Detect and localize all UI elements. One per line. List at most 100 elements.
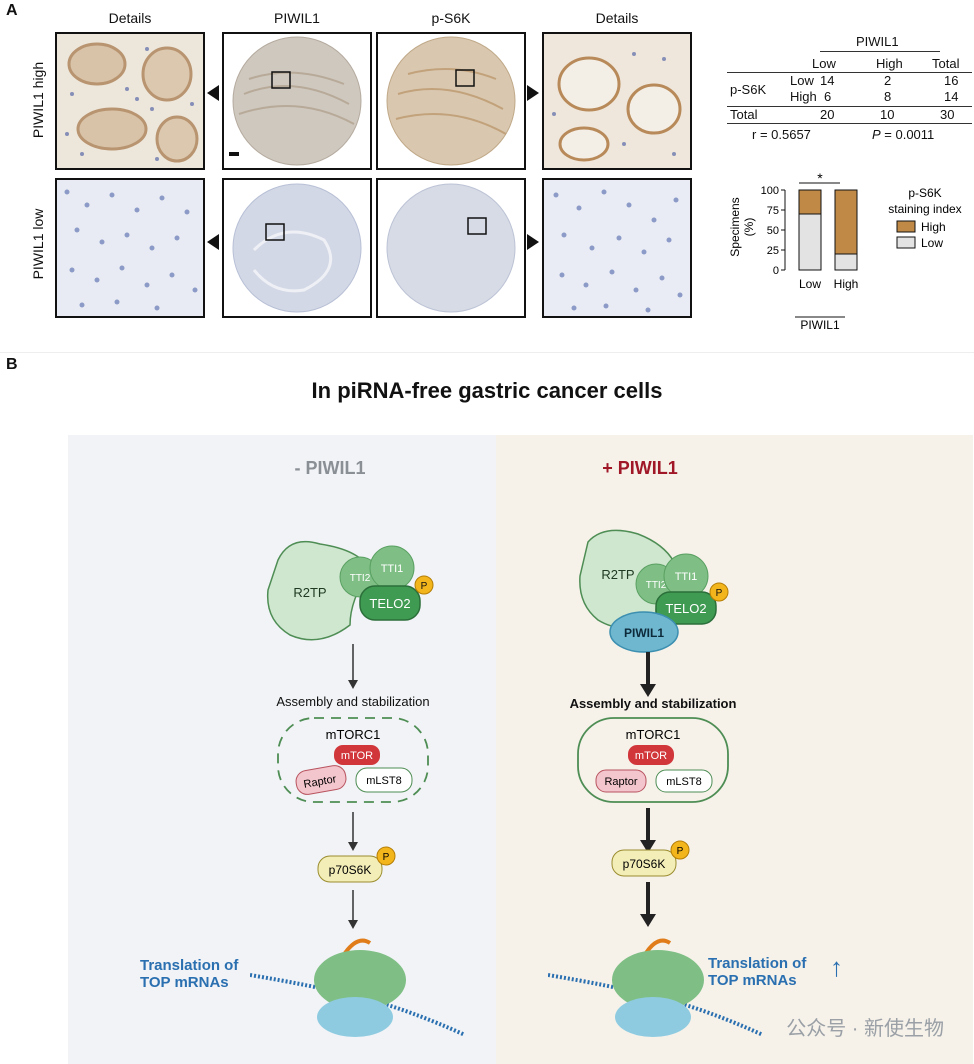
arrow-down-bold-icon xyxy=(640,808,656,853)
pointer-right-icon xyxy=(527,234,539,250)
r2tp-complex-left: R2TP TTI2 TTI1 TELO2 P xyxy=(266,540,434,641)
bar-segment-high-low xyxy=(798,189,822,215)
table-cell: 10 xyxy=(880,107,895,122)
p70s6k-label: p70S6K xyxy=(329,863,372,877)
tma-core-image xyxy=(386,36,516,166)
legend-title: p-S6K xyxy=(908,186,941,200)
table-cell: 2 xyxy=(884,73,892,88)
tti2-label: TTI2 xyxy=(350,573,371,584)
mtor-label: mTOR xyxy=(635,750,667,762)
ribosome-small-subunit xyxy=(317,997,393,1037)
table-cell: 30 xyxy=(940,107,955,122)
table-row-label-high: High xyxy=(790,89,817,104)
tma-core-ps6k-high xyxy=(376,32,526,170)
raptor-shape xyxy=(295,765,347,795)
bar-segment-low-high xyxy=(834,253,858,271)
condition-plus-piwil1: + PIWIL1 xyxy=(602,458,678,478)
x-tick-label: High xyxy=(834,277,859,291)
translation-line1: Translation of xyxy=(140,957,239,974)
mtorc1-outline-dashed xyxy=(277,717,429,803)
tti1-label: TTI1 xyxy=(381,563,404,575)
pointer-right-icon xyxy=(527,85,539,101)
translation-line1: Translation of xyxy=(708,955,807,972)
table-cell: 6 xyxy=(824,89,832,104)
ribosome-large-subunit xyxy=(314,950,406,1010)
p70s6k-right: p70S6K P xyxy=(611,840,690,877)
legend-label-low: Low xyxy=(921,236,943,250)
p70s6k-shape xyxy=(317,855,383,883)
table-top-rule xyxy=(727,72,972,73)
condition-minus-piwil1: - PIWIL1 xyxy=(294,458,366,478)
detail-image-low-right xyxy=(542,178,692,318)
translation-line2: TOP mRNAs xyxy=(140,974,229,991)
r2tp-complex-right: R2TP TTI2 TTI1 TELO2 P PIWIL1 xyxy=(579,529,729,653)
tma-core-image xyxy=(229,36,362,166)
p70s6k-shape xyxy=(611,849,677,877)
tma-core-ps6k-low xyxy=(376,178,526,318)
assembly-text-left: Assembly and stabilization xyxy=(276,694,430,709)
mtorc1-outline-solid xyxy=(577,717,729,803)
ribosome-left xyxy=(250,938,466,1037)
up-arrow-icon: ↑ xyxy=(830,952,843,982)
mlst8-shape xyxy=(355,767,413,793)
detail-image-high-left xyxy=(55,32,205,170)
p-value: P = 0.0011 xyxy=(872,127,934,142)
detail-image-low-left xyxy=(55,178,205,318)
y-tick-label: 0 xyxy=(773,265,779,277)
correlation-r: r = 0.5657 xyxy=(752,127,811,142)
col-header-details-left: Details xyxy=(108,10,152,26)
row-header-piwil1-high: PIWIL1 high xyxy=(30,61,46,139)
pointer-left-icon xyxy=(207,85,219,101)
mtor-shape xyxy=(334,745,380,765)
phospho-label: P xyxy=(677,846,684,857)
translation-line2: TOP mRNAs xyxy=(708,972,797,989)
mtorc1-label: mTORC1 xyxy=(626,727,681,742)
mtorc1-label: mTORC1 xyxy=(326,727,381,742)
ribosome-right xyxy=(548,938,764,1037)
y-axis-label: Specimens xyxy=(728,197,742,256)
tissue-texture xyxy=(544,34,690,168)
p-value-symbol: P xyxy=(872,127,881,142)
table-group-rule xyxy=(820,51,940,52)
p-value-number: = 0.0011 xyxy=(880,127,935,142)
raptor-label: Raptor xyxy=(604,776,637,788)
detail-image-high-right xyxy=(542,32,692,170)
telo2-shape xyxy=(359,585,421,621)
table-bottom-rule xyxy=(727,123,972,124)
tissue-texture xyxy=(57,180,203,316)
table-cell: 20 xyxy=(820,107,835,122)
tti2-label: TTI2 xyxy=(646,580,667,591)
arrow-down-icon xyxy=(348,644,358,689)
table-row-group: p-S6K xyxy=(730,82,767,97)
table-cell: 8 xyxy=(884,89,892,104)
arrow-down-icon xyxy=(348,890,358,929)
row-header-piwil1-low: PIWIL1 low xyxy=(30,208,46,280)
translation-label-right: Translation of TOP mRNAs xyxy=(708,955,806,989)
tissue-texture xyxy=(57,34,203,168)
table-col-group: PIWIL1 xyxy=(856,34,899,49)
table-col-total: Total xyxy=(932,56,960,71)
significance-star: * xyxy=(817,170,823,186)
condition-minus-background xyxy=(68,435,496,1064)
mtor-label: mTOR xyxy=(341,750,373,762)
panel-a-letter: A xyxy=(6,2,18,19)
legend-swatch-low xyxy=(896,236,916,249)
y-tick-label: 100 xyxy=(761,185,779,197)
p70s6k-left: p70S6K P xyxy=(317,846,396,883)
phospho-label: P xyxy=(716,588,723,599)
legend-label-high: High xyxy=(921,220,946,234)
pointer-left-icon xyxy=(207,234,219,250)
panel-divider xyxy=(0,352,974,353)
mtor-shape xyxy=(628,745,674,765)
x-tick-label: Low xyxy=(799,277,821,291)
phospho-icon xyxy=(414,575,434,595)
tti1-label: TTI1 xyxy=(675,571,698,583)
watermark: 公众号 · 新使生物 xyxy=(786,1018,944,1040)
x-axis-label: PIWIL1 xyxy=(800,318,840,330)
r2tp-label: R2TP xyxy=(601,567,634,582)
telo2-shape xyxy=(655,591,717,625)
p70s6k-label: p70S6K xyxy=(623,857,666,871)
piwil1-shape xyxy=(609,611,679,653)
phospho-label: P xyxy=(421,581,428,592)
col-header-piwil1: PIWIL1 xyxy=(274,10,320,26)
